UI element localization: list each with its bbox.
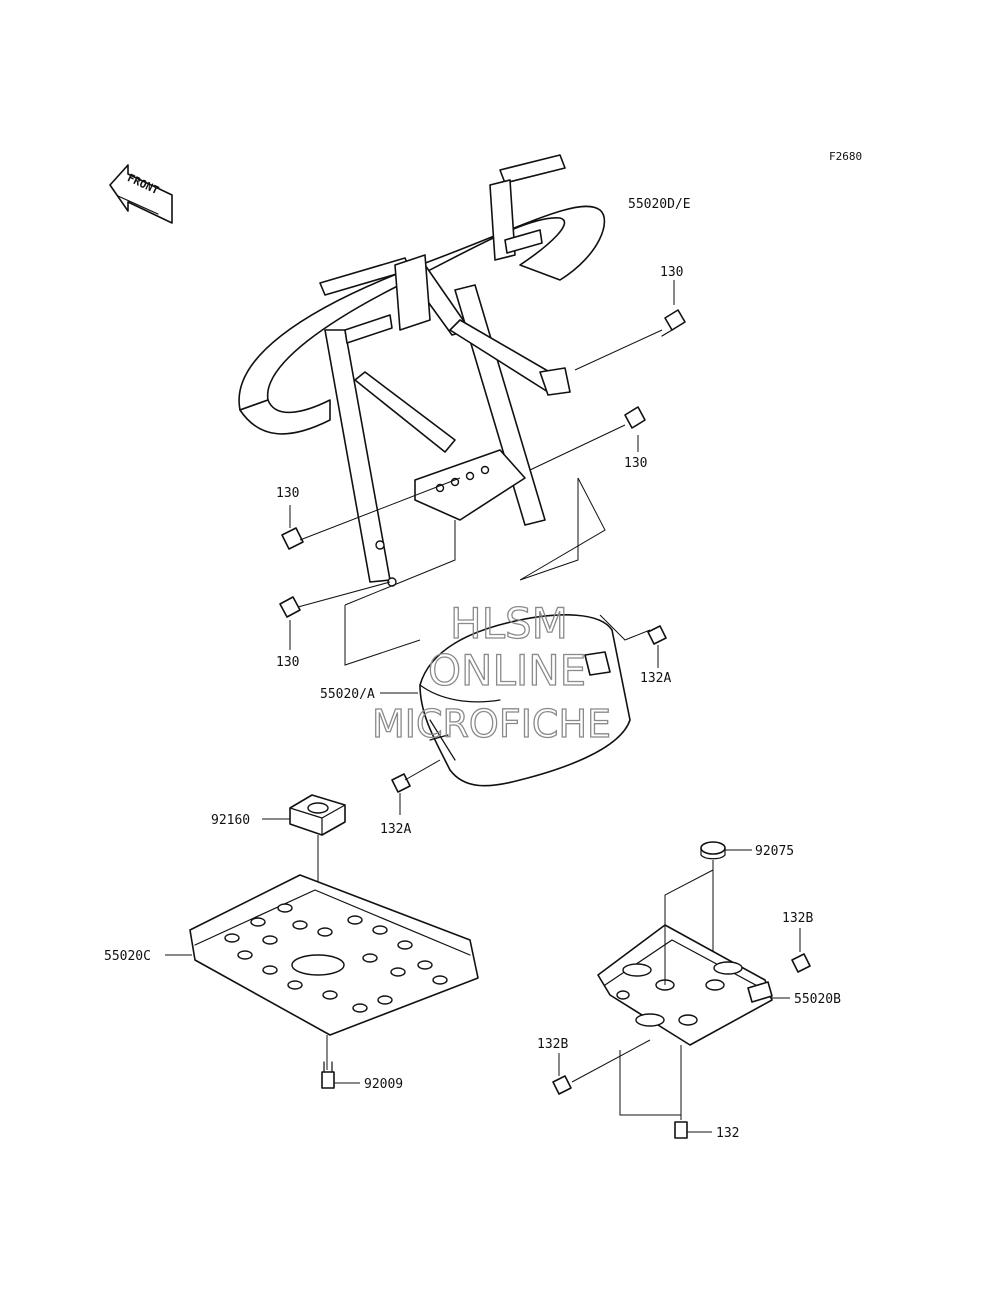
bolt-130-lower-left (279, 596, 301, 618)
bolt-132a-right (647, 625, 667, 645)
callout-92009: 92009 (364, 1077, 403, 1092)
callout-92160: 92160 (211, 813, 250, 828)
callout-130-top: 130 (660, 265, 683, 280)
watermark: HLSM ONLINE MICROFICHE (371, 598, 611, 746)
bolt-92009 (321, 1061, 335, 1089)
skid-plate-55020b (597, 924, 773, 1046)
callout-130-lower-left: 130 (276, 655, 299, 670)
figure-id: F2680 (829, 150, 862, 163)
watermark-line3: MICROFICHE (372, 702, 611, 746)
callout-132a-right: 132A (640, 671, 671, 686)
watermark-line1: HLSM (450, 599, 568, 648)
callout-55020b: 55020B (794, 992, 841, 1007)
callout-132b-right: 132B (782, 911, 813, 926)
guard-55020a (419, 614, 631, 787)
callout-55020a: 55020/A (320, 687, 375, 702)
bolt-132b-right (791, 953, 811, 973)
callout-130-mid-right: 130 (624, 456, 647, 471)
front-arrow-icon: FRONT (109, 164, 173, 224)
bolt-130-mid-left (281, 527, 304, 550)
watermark-line2: ONLINE (428, 646, 586, 695)
callout-55020de: 55020D/E (628, 197, 691, 212)
plug-92075 (700, 841, 726, 860)
callout-130-mid-left: 130 (276, 486, 299, 501)
cap-92160 (289, 794, 346, 836)
bolt-132b-left (552, 1075, 572, 1095)
callout-132: 132 (716, 1126, 739, 1141)
bolt-130-top (661, 309, 686, 337)
bolt-132a-lower (391, 773, 411, 793)
callout-55020c: 55020C (104, 949, 151, 964)
callout-132b-left: 132B (537, 1037, 568, 1052)
callout-132a-lower: 132A (380, 822, 411, 837)
front-bumper-guard (238, 154, 606, 587)
callout-92075: 92075 (755, 844, 794, 859)
bolt-132 (674, 1121, 688, 1139)
skid-plate-55020c (189, 874, 479, 1036)
bolt-130-mid-right (624, 406, 646, 429)
